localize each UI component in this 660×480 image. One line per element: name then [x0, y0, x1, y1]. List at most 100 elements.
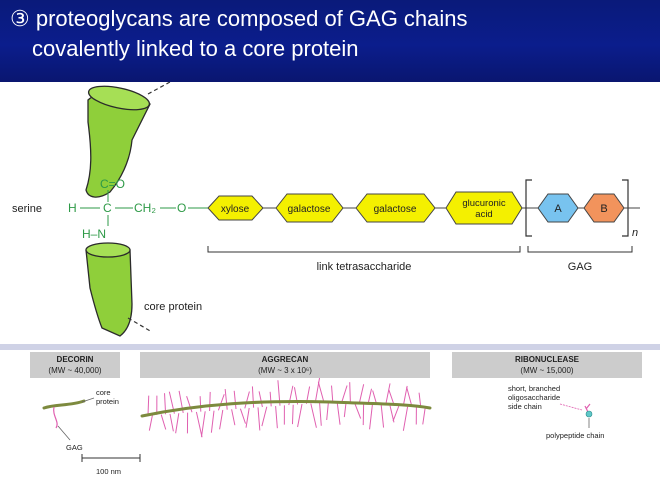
aggrecan-gag-chain	[239, 408, 246, 424]
decorin-core-protein	[42, 399, 86, 410]
rnase-side-chain-label-2: oligosaccharide	[508, 393, 560, 402]
gag-unit-b-label: B	[600, 203, 607, 215]
rnase-oligosaccharide	[584, 403, 591, 413]
aggrecan-gag-chain	[261, 406, 268, 427]
gag-label-bracket	[527, 246, 633, 253]
aggrecan-gag-chain	[354, 403, 362, 419]
serine-label: serine	[12, 203, 42, 215]
aggrecan-mw: (MW ~ 3 x 10⁶)	[258, 366, 312, 375]
decorin-name: DECORIN	[57, 355, 94, 364]
polypeptide-chain-label: polypeptide chain	[546, 431, 604, 440]
decorin-gag-label: GAG	[66, 443, 83, 452]
aggrecan-gag-chain	[258, 391, 263, 408]
repeat-subscript: n	[632, 227, 638, 239]
sugar-galactose-1-label: galactose	[288, 204, 331, 215]
aggrecan-gag-chain	[392, 405, 400, 422]
aggrecan-gag-chain	[245, 407, 250, 428]
carbonyl-group: C=O	[100, 177, 125, 191]
aggrecan-gag-chain	[217, 394, 225, 411]
aggrecan-gag-chain	[422, 407, 426, 425]
decorin-core-label-2: protein	[96, 397, 119, 406]
aggrecan-gag-chain	[291, 404, 294, 425]
decorin-header	[30, 352, 120, 378]
aggrecan-gag-chain	[231, 409, 236, 426]
gag-bracket-left	[525, 179, 532, 237]
aggrecan-gag-chain	[209, 391, 211, 411]
ribonuclease-header	[452, 352, 642, 378]
aggrecan-gag-chain	[341, 385, 348, 403]
aggrecan-gag-chain	[418, 392, 422, 408]
aggrecan-gag-chain	[406, 386, 413, 408]
core-protein-lower-end	[85, 242, 131, 258]
alpha-carbon: C	[103, 201, 112, 215]
aggrecan-gag-chain	[297, 403, 303, 428]
aggrecan-gag-chain	[349, 382, 351, 404]
core-protein-upper-end	[87, 85, 151, 111]
decorin-core-pointer	[81, 397, 95, 403]
alpha-hydrogen: H	[68, 201, 77, 215]
aggrecan-gag-chain	[369, 404, 373, 430]
aggrecan-gag-chain	[319, 402, 322, 426]
aggrecan-gag-chain	[244, 391, 250, 409]
aggrecan-gag-chain	[358, 384, 365, 404]
aggrecan-gag-chain	[199, 396, 202, 412]
rnase-polypeptide-chain	[585, 410, 593, 418]
core-protein-lower-dash	[127, 317, 153, 333]
decorin-mw: (MW ~ 40,000)	[48, 366, 101, 375]
slide-title-line-2: covalently linked to a core protein	[32, 36, 359, 61]
gag-unit-a-label: A	[554, 203, 562, 215]
aggrecan-header	[140, 352, 430, 378]
slide-header: ③ proteoglycans are composed of GAG chai…	[0, 0, 660, 82]
amine-group: H–N	[82, 227, 106, 241]
aggrecan-core-protein	[140, 400, 432, 418]
link-tetrasaccharide-bracket	[207, 246, 521, 253]
core-protein-lower-segment	[85, 243, 133, 337]
section-divider	[0, 344, 660, 350]
aggrecan-gag-chain	[310, 403, 317, 428]
scale-label: 100 nm	[96, 467, 121, 476]
aggrecan-gag-chain	[169, 413, 174, 432]
aggrecan-gag-chain	[380, 405, 385, 428]
aggrecan-gag-chain	[219, 409, 224, 430]
aggrecan-gag-chain	[175, 413, 180, 434]
aggrecan-gag-chain	[343, 402, 347, 418]
decorin-gag-chain	[53, 406, 58, 429]
aggrecan-gag-chain	[336, 402, 341, 425]
aggrecan-gag-chain	[257, 407, 261, 431]
rnase-side-chain-pointer	[559, 403, 583, 411]
ribonuclease-name: RIBONUCLEASE	[515, 355, 580, 364]
core-protein-upper-dash	[147, 82, 171, 95]
aggrecan-gag-chain	[326, 402, 329, 421]
aggrecan-gag-chain	[314, 377, 321, 404]
aggrecan-gag-chain	[275, 406, 278, 429]
aggrecan-gag-chain	[402, 406, 409, 431]
slide-title-line-1: ③ proteoglycans are composed of GAG chai…	[10, 6, 468, 31]
aggrecan-gag-chain	[251, 386, 255, 408]
aggrecan-gag-chain	[195, 411, 203, 438]
ribonuclease-mw: (MW ~ 15,000)	[520, 366, 573, 375]
sugar-xylose-label: xylose	[221, 204, 250, 215]
methylene-group: CH₂	[134, 201, 156, 215]
aggrecan-gag-chain	[367, 388, 373, 405]
aggrecan-gag-chain	[233, 390, 237, 410]
decorin-core-label-1: core	[96, 388, 111, 397]
link-tetrasaccharide-label: link tetrasaccharide	[317, 261, 412, 273]
rnase-side-chain-label-3: side chain	[508, 402, 542, 411]
aggrecan-gag-chain	[200, 411, 206, 437]
proteoglycan-diagram: serine C=O H C CH₂ O H–N xylose galactos…	[0, 82, 660, 476]
aggrecan-gag-chain	[160, 414, 167, 430]
oxygen-atom: O	[177, 201, 186, 215]
aggrecan-gag-chain	[224, 389, 228, 410]
aggrecan-name: AGGRECAN	[262, 355, 309, 364]
gag-label: GAG	[568, 261, 592, 273]
core-protein-label: core protein	[144, 301, 202, 313]
aggrecan-gag-chain	[317, 381, 325, 403]
sugar-galactose-2-label: galactose	[374, 204, 417, 215]
aggrecan-gag-chain	[269, 391, 272, 407]
aggrecan-gag-chain	[331, 385, 334, 403]
aggrecan-gag-chain	[210, 410, 215, 433]
aggrecan-gag-chain	[385, 383, 391, 406]
aggrecan-gag-chain	[147, 395, 150, 416]
